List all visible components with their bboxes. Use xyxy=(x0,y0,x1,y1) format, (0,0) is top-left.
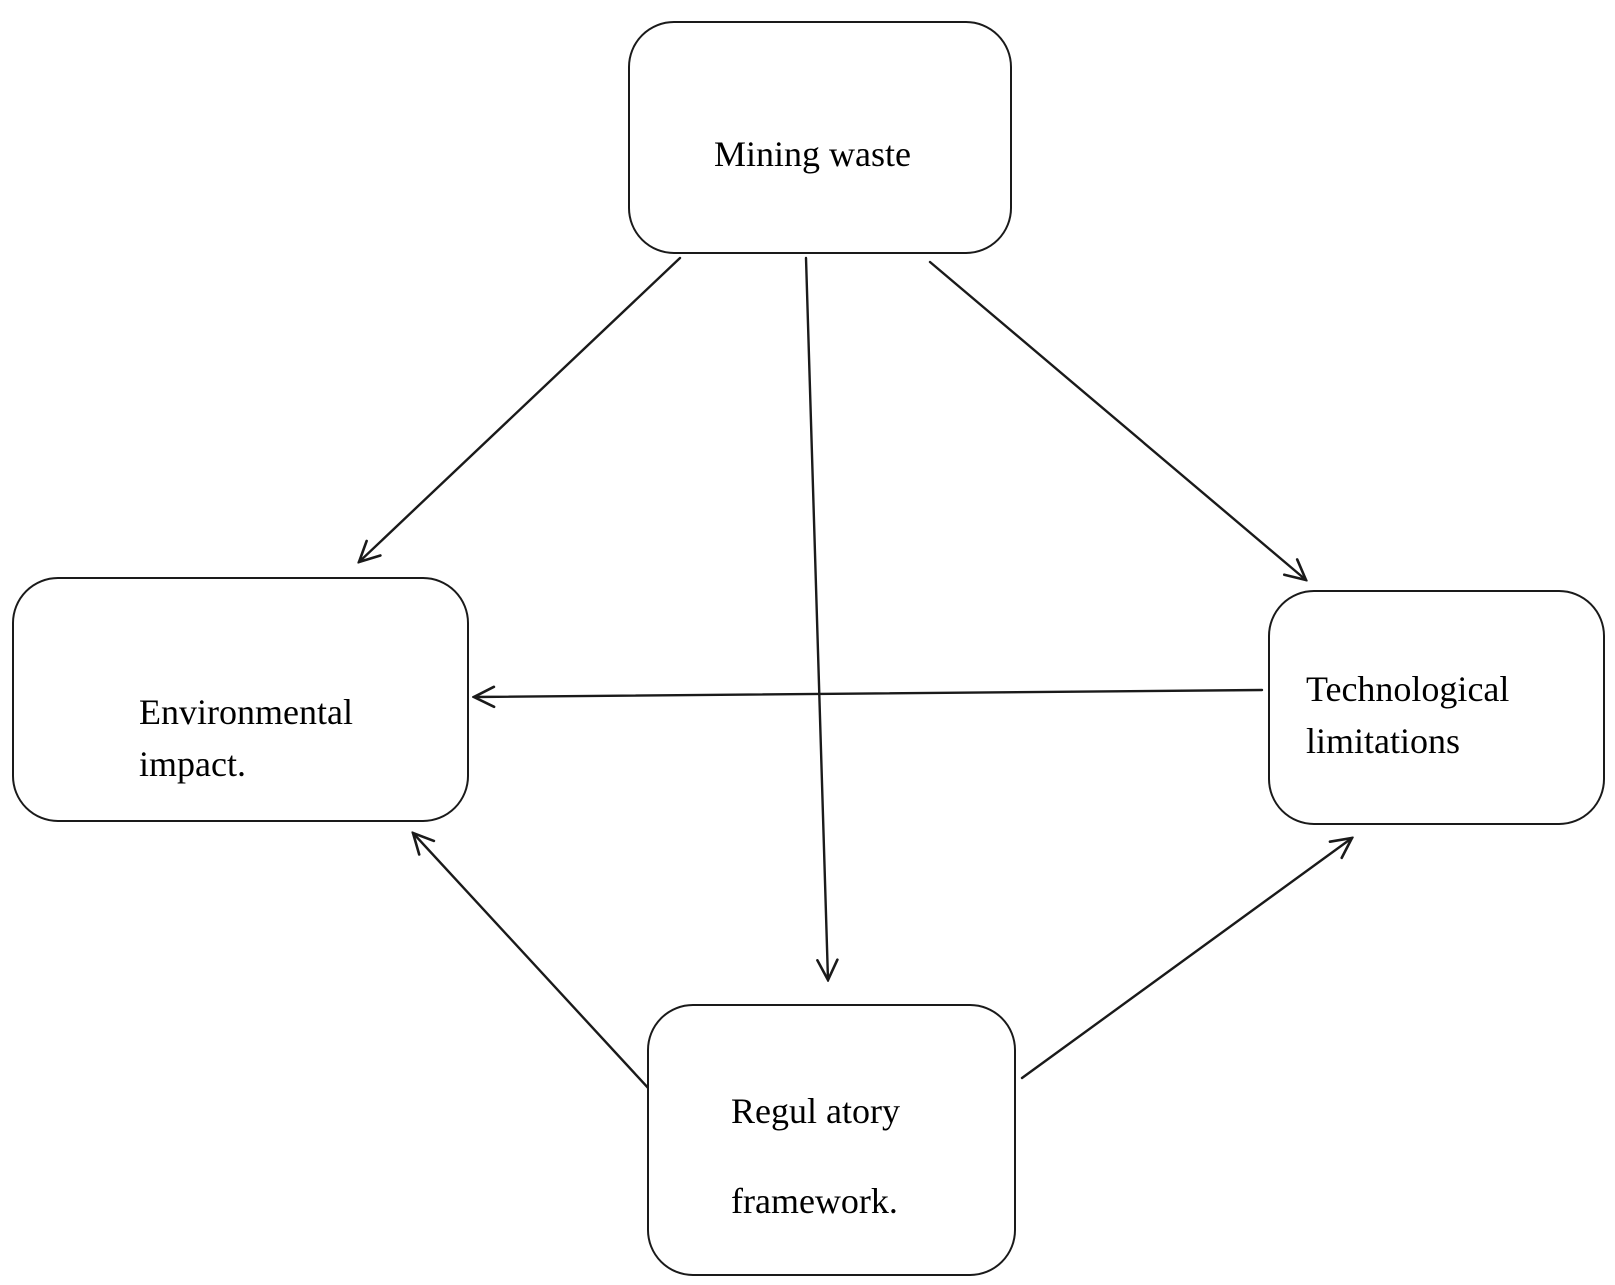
node-environmental-impact-label-line1: Environmental xyxy=(139,692,353,732)
arrow-regulatory-to-technological xyxy=(1020,838,1352,1080)
arrow-mining-to-regulatory xyxy=(804,256,828,980)
node-technological-limitations-label-line1: Technological xyxy=(1306,669,1510,709)
node-mining-waste: Mining waste xyxy=(628,21,1012,254)
node-technological-limitations: Technological limitations xyxy=(1268,590,1605,825)
node-environmental-impact: Environmental impact. xyxy=(12,577,469,822)
node-environmental-impact-label-line2: impact. xyxy=(139,744,246,784)
node-regulatory-framework: Regul atory framework. xyxy=(647,1004,1016,1276)
edges-group xyxy=(359,256,1352,1092)
arrow-mining-to-environmental xyxy=(359,256,682,562)
node-regulatory-framework-label-line2: framework. xyxy=(731,1181,898,1221)
arrow-mining-to-technological xyxy=(928,260,1306,580)
arrow-technological-to-environmental xyxy=(474,690,1264,697)
node-regulatory-framework-label-line1: Regul atory xyxy=(731,1091,900,1131)
node-technological-limitations-label-line2: limitations xyxy=(1306,721,1461,761)
node-mining-waste-label: Mining waste xyxy=(714,134,911,174)
arrow-regulatory-to-environmental xyxy=(413,833,652,1092)
